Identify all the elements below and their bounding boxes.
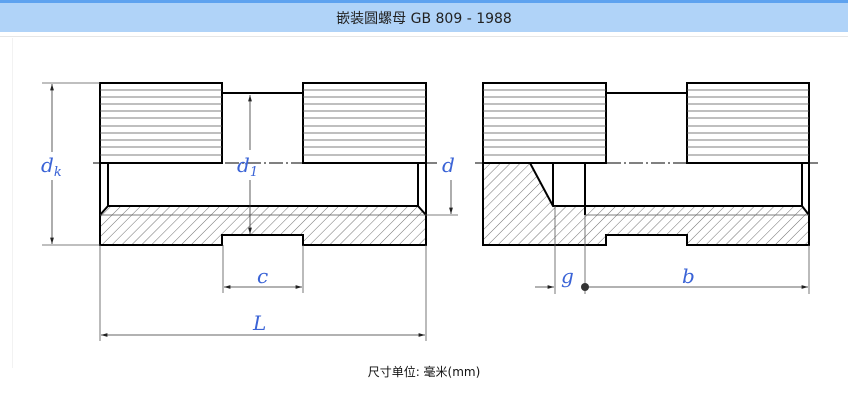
knurl-right (686, 82, 810, 164)
units-caption: 尺寸单位: 毫米(mm) (367, 365, 481, 379)
knurl-left (99, 82, 223, 164)
header: 嵌装圆螺母 GB 809 - 1988 (0, 3, 848, 32)
label-c: c (257, 264, 268, 288)
section-hatch (99, 205, 427, 246)
header-accent-bar (0, 0, 848, 3)
origin-dot (581, 283, 589, 291)
label-b: b (682, 264, 695, 288)
label-dk: dk (41, 153, 62, 180)
divider (0, 36, 848, 37)
label-L: L (252, 311, 266, 335)
left-view: dk d1 d c L (41, 82, 458, 341)
label-d1: d1 (237, 153, 258, 180)
label-g: g (561, 264, 574, 288)
divider-vertical (12, 38, 13, 368)
page-title: 嵌装圆螺母 GB 809 - 1988 (336, 10, 512, 27)
section-hatch (482, 162, 810, 246)
knurl-left (482, 82, 607, 164)
knurl-right (302, 82, 427, 164)
right-view: g b (475, 82, 818, 294)
label-d: d (442, 153, 455, 177)
